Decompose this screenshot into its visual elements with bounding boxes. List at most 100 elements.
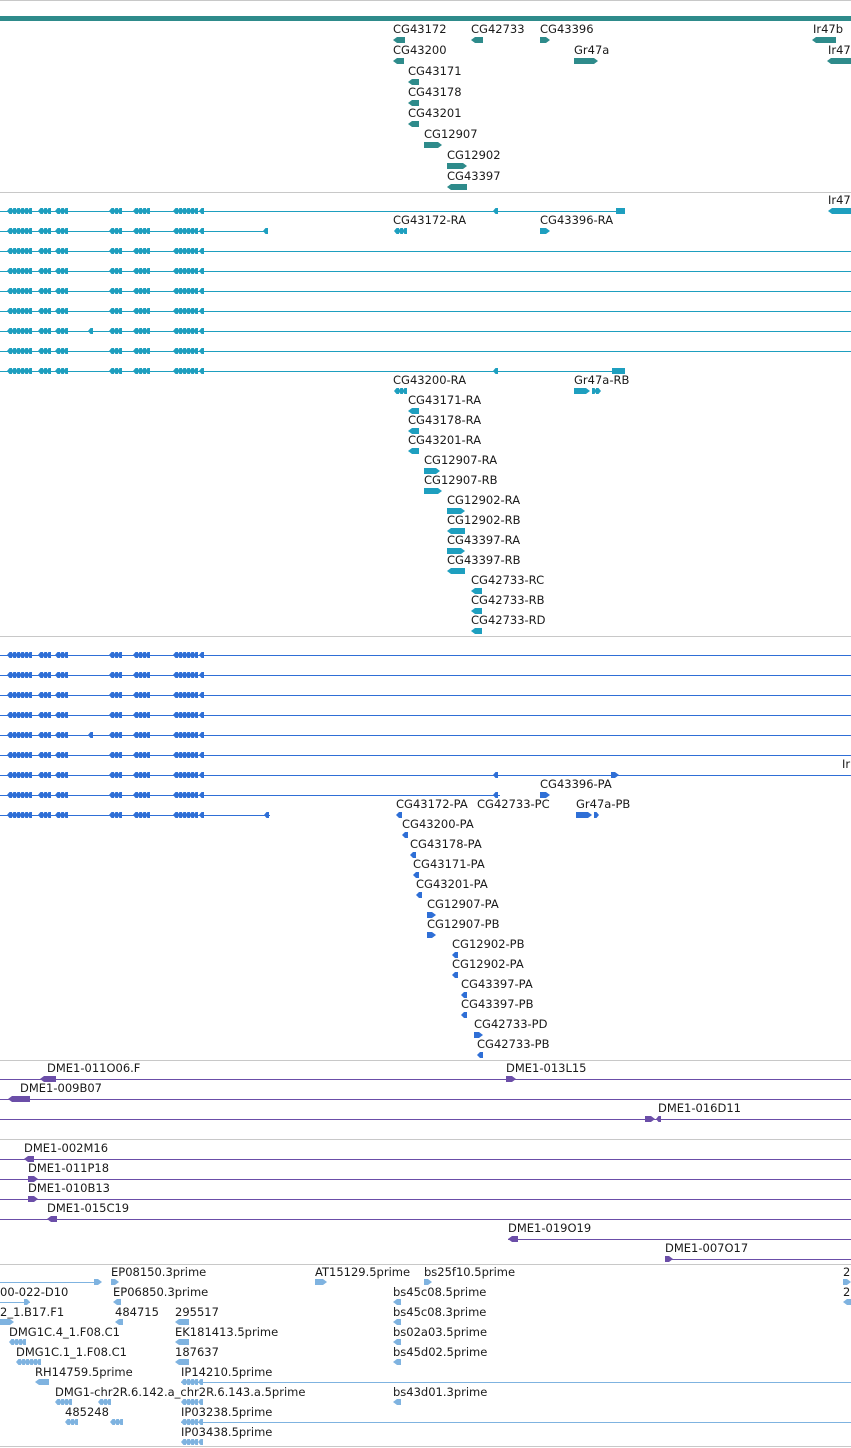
strand-chevron[interactable]: [11, 288, 16, 294]
strand-chevron[interactable]: [11, 732, 16, 738]
strand-chevron[interactable]: [199, 772, 204, 778]
strand-chevron[interactable]: [145, 348, 150, 354]
strand-chevron[interactable]: [109, 268, 114, 274]
strand-chevron[interactable]: [59, 652, 64, 658]
strand-chevron[interactable]: [113, 672, 118, 678]
est-glyph[interactable]: [113, 1299, 121, 1305]
strand-chevron[interactable]: [109, 228, 114, 234]
feature-label[interactable]: CG43397-PB: [461, 997, 534, 1011]
est-glyph[interactable]: [843, 1299, 851, 1305]
strand-chevron[interactable]: [181, 268, 186, 274]
est-glyph[interactable]: [94, 1279, 102, 1285]
strand-chevron[interactable]: [7, 652, 12, 658]
strand-chevron[interactable]: [59, 208, 64, 214]
strand-chevron[interactable]: [133, 792, 138, 798]
strand-chevron[interactable]: [185, 1399, 190, 1405]
gene-glyph[interactable]: [393, 58, 404, 64]
strand-chevron[interactable]: [141, 652, 146, 658]
strand-chevron[interactable]: [117, 248, 122, 254]
strand-chevron[interactable]: [15, 368, 20, 374]
strand-chevron[interactable]: [177, 368, 182, 374]
transcript-glyph[interactable]: [408, 408, 419, 414]
transcript-glyph[interactable]: [424, 488, 442, 494]
strand-chevron[interactable]: [189, 328, 194, 334]
strand-chevron[interactable]: [21, 1339, 26, 1345]
est-glyph[interactable]: [175, 1339, 189, 1345]
gene-glyph[interactable]: [812, 37, 836, 43]
strand-chevron[interactable]: [181, 328, 186, 334]
strand-chevron[interactable]: [198, 1439, 203, 1445]
strand-chevron[interactable]: [67, 1399, 72, 1405]
feature-label[interactable]: CG43201-RA: [408, 433, 482, 447]
strand-chevron[interactable]: [177, 268, 182, 274]
strand-chevron[interactable]: [193, 328, 198, 334]
clone-glyph[interactable]: [28, 1196, 38, 1202]
strand-chevron[interactable]: [185, 308, 190, 314]
feature-label[interactable]: CG42733-PB: [477, 1037, 550, 1051]
strand-chevron[interactable]: [7, 208, 12, 214]
strand-chevron[interactable]: [137, 792, 142, 798]
feature-label[interactable]: CG43396: [540, 22, 594, 36]
strand-chevron[interactable]: [109, 248, 114, 254]
strand-chevron[interactable]: [63, 732, 68, 738]
strand-chevron[interactable]: [113, 772, 118, 778]
strand-chevron[interactable]: [173, 732, 178, 738]
strand-chevron[interactable]: [102, 1399, 107, 1405]
strand-chevron[interactable]: [55, 208, 60, 214]
strand-chevron[interactable]: [181, 308, 186, 314]
strand-chevron[interactable]: [19, 348, 24, 354]
strand-chevron[interactable]: [181, 368, 186, 374]
strand-chevron[interactable]: [19, 328, 24, 334]
strand-chevron[interactable]: [19, 368, 24, 374]
strand-chevron[interactable]: [181, 288, 186, 294]
strand-chevron[interactable]: [394, 388, 399, 394]
strand-chevron[interactable]: [109, 652, 114, 658]
strand-chevron[interactable]: [493, 772, 498, 778]
strand-chevron[interactable]: [38, 268, 43, 274]
strand-chevron[interactable]: [592, 388, 597, 394]
strand-chevron[interactable]: [63, 228, 68, 234]
strand-chevron[interactable]: [173, 368, 178, 374]
feature-label[interactable]: RH14759.5prime: [35, 1365, 133, 1379]
strand-chevron[interactable]: [185, 1419, 190, 1425]
strand-chevron[interactable]: [23, 672, 28, 678]
strand-chevron[interactable]: [594, 812, 599, 818]
strand-chevron[interactable]: [177, 328, 182, 334]
strand-chevron[interactable]: [63, 248, 68, 254]
feature-label[interactable]: CG43397-RB: [447, 553, 521, 567]
strand-chevron[interactable]: [173, 328, 178, 334]
est-glyph[interactable]: [393, 1299, 401, 1305]
strand-chevron[interactable]: [145, 752, 150, 758]
strand-chevron[interactable]: [63, 1399, 68, 1405]
strand-chevron[interactable]: [59, 792, 64, 798]
strand-chevron[interactable]: [177, 652, 182, 658]
strand-chevron[interactable]: [177, 692, 182, 698]
strand-chevron[interactable]: [193, 772, 198, 778]
strand-chevron[interactable]: [16, 1359, 21, 1365]
strand-chevron[interactable]: [137, 752, 142, 758]
strand-chevron[interactable]: [38, 712, 43, 718]
strand-chevron[interactable]: [141, 268, 146, 274]
feature-label[interactable]: Ir47b: [813, 22, 844, 36]
strand-chevron[interactable]: [113, 712, 118, 718]
strand-chevron[interactable]: [38, 288, 43, 294]
strand-chevron[interactable]: [137, 368, 142, 374]
strand-chevron[interactable]: [181, 712, 186, 718]
strand-chevron[interactable]: [193, 308, 198, 314]
strand-chevron[interactable]: [394, 228, 399, 234]
strand-chevron[interactable]: [193, 208, 198, 214]
strand-chevron[interactable]: [38, 812, 43, 818]
strand-chevron[interactable]: [189, 1399, 194, 1405]
gene-glyph[interactable]: [408, 79, 419, 85]
strand-chevron[interactable]: [27, 792, 32, 798]
strand-chevron[interactable]: [19, 672, 24, 678]
strand-chevron[interactable]: [55, 368, 60, 374]
strand-chevron[interactable]: [38, 308, 43, 314]
strand-chevron[interactable]: [59, 692, 64, 698]
strand-chevron[interactable]: [55, 732, 60, 738]
feature-label[interactable]: 484715: [115, 1305, 159, 1319]
strand-chevron[interactable]: [493, 208, 498, 214]
strand-chevron[interactable]: [189, 268, 194, 274]
strand-chevron[interactable]: [46, 752, 51, 758]
strand-chevron[interactable]: [181, 792, 186, 798]
